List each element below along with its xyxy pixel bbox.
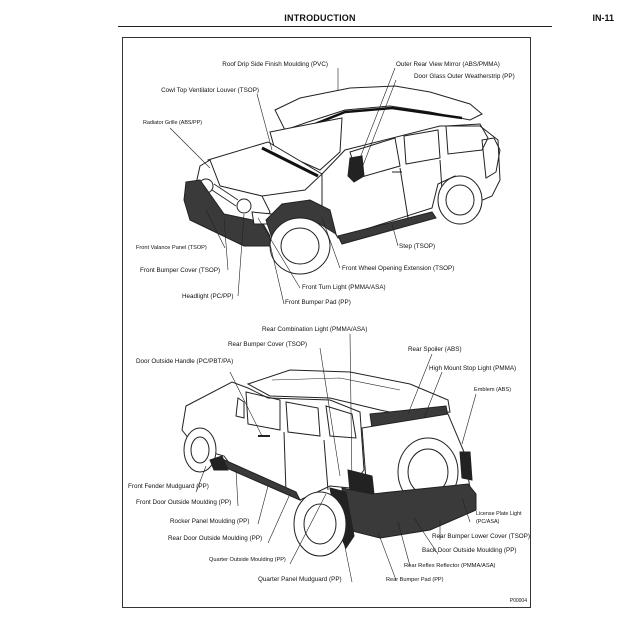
callout-high-mount-stop-light: High Mount Stop Light (PMMA) bbox=[429, 365, 517, 372]
callout-cowl-louver: Cowl Top Ventilator Louver (TSOP) bbox=[161, 87, 259, 94]
callout-license-plate-light: License Plate Light bbox=[476, 511, 522, 517]
callout-front-bumper-cover: Front Bumper Cover (TSOP) bbox=[140, 267, 221, 274]
callout-front-valance: Front Valance Panel (TSOP) bbox=[136, 245, 207, 251]
lower-leader-lines bbox=[195, 333, 477, 583]
callout-front-wheel-extension: Front Wheel Opening Extension (TSOP) bbox=[342, 265, 455, 272]
callout-rear-spoiler: Rear Spoiler (ABS) bbox=[408, 346, 462, 353]
callout-front-fender-mudguard: Front Fender Mudguard (PP) bbox=[128, 483, 209, 490]
page-number: IN-11 bbox=[592, 13, 614, 23]
callout-quarter-panel-mudguard: Quarter Panel Mudguard (PP) bbox=[258, 576, 342, 583]
callout-rear-combination-light: Rear Combination Light (PMMA/ASA) bbox=[262, 326, 368, 333]
callout-rear-door-moulding: Rear Door Outside Moulding (PP) bbox=[168, 535, 263, 542]
header-rule bbox=[118, 26, 552, 27]
callout-rear-bumper-pad: Rear Bumper Pad (PP) bbox=[386, 577, 444, 583]
callout-headlight: Headlight (PC/PP) bbox=[182, 293, 234, 300]
callout-quarter-outside-moulding: Quarter Outside Moulding (PP) bbox=[209, 557, 286, 563]
callout-rear-bumper-cover: Rear Bumper Cover (TSOP) bbox=[228, 341, 308, 348]
callout-rear-bumper-lower-cover: Rear Bumper Lower Cover (TSOP) bbox=[432, 533, 530, 540]
callout-radiator-grille: Radiator Grille (ABS/PP) bbox=[143, 120, 203, 126]
callout-license-plate-light-material: (PC/ASA) bbox=[476, 519, 500, 525]
page-title: INTRODUCTION bbox=[284, 13, 356, 23]
callout-front-turn-light: Front Turn Light (PMMA/ASA) bbox=[302, 284, 386, 291]
callout-front-door-moulding: Front Door Outside Moulding (PP) bbox=[136, 499, 232, 506]
callout-rear-reflex-reflector: Rear Reflex Reflector (PMMA/ASA) bbox=[404, 563, 496, 569]
callout-roof-drip-moulding: Roof Drip Side Finish Moulding (PVC) bbox=[222, 61, 328, 68]
upper-leader-lines bbox=[169, 67, 399, 305]
callout-rocker-panel-moulding: Rocker Panel Moulding (PP) bbox=[170, 518, 250, 525]
rear-view-vehicle bbox=[181, 369, 477, 557]
callout-outer-mirror: Outer Rear View Mirror (ABS/PMMA) bbox=[396, 61, 500, 68]
callout-emblem: Emblem (ABS) bbox=[474, 387, 511, 393]
figure-code: P00004 bbox=[509, 598, 527, 604]
callout-step: Step (TSOP) bbox=[399, 243, 436, 250]
callout-door-outside-handle: Door Outside Handle (PC/PBT/PA) bbox=[136, 358, 234, 365]
front-view-vehicle bbox=[183, 85, 501, 275]
callout-door-glass-weatherstrip: Door Glass Outer Weatherstrip (PP) bbox=[414, 73, 515, 80]
callout-front-bumper-pad: Front Bumper Pad (PP) bbox=[285, 299, 351, 306]
figure-frame bbox=[122, 37, 531, 608]
callout-back-door-moulding: Back Door Outside Moulding (PP) bbox=[422, 547, 517, 554]
